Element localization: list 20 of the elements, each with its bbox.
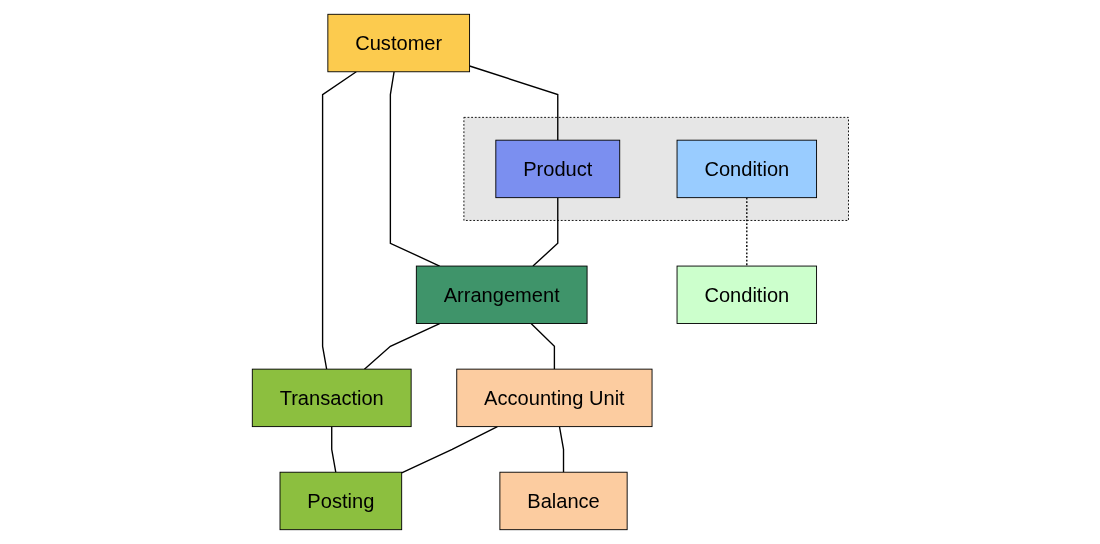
node-box: Arrangement [415,265,588,324]
node-box: Posting [279,471,402,531]
connector [531,196,559,267]
connector [389,71,440,267]
cluster [463,116,849,221]
node-box: Accounting Unit [455,368,653,428]
node-box: Condition [676,265,817,324]
node-box: Product [494,139,620,199]
connector [321,71,357,370]
node-box: Transaction [251,368,412,428]
connector [400,425,498,474]
node-box: Condition [676,139,817,199]
node-box: Balance [499,471,628,531]
connector [468,65,559,141]
connector [530,322,555,370]
connector [363,322,440,370]
connector [330,425,337,473]
node-box: Customer [327,13,470,73]
connector [558,425,564,473]
connector [745,196,748,267]
